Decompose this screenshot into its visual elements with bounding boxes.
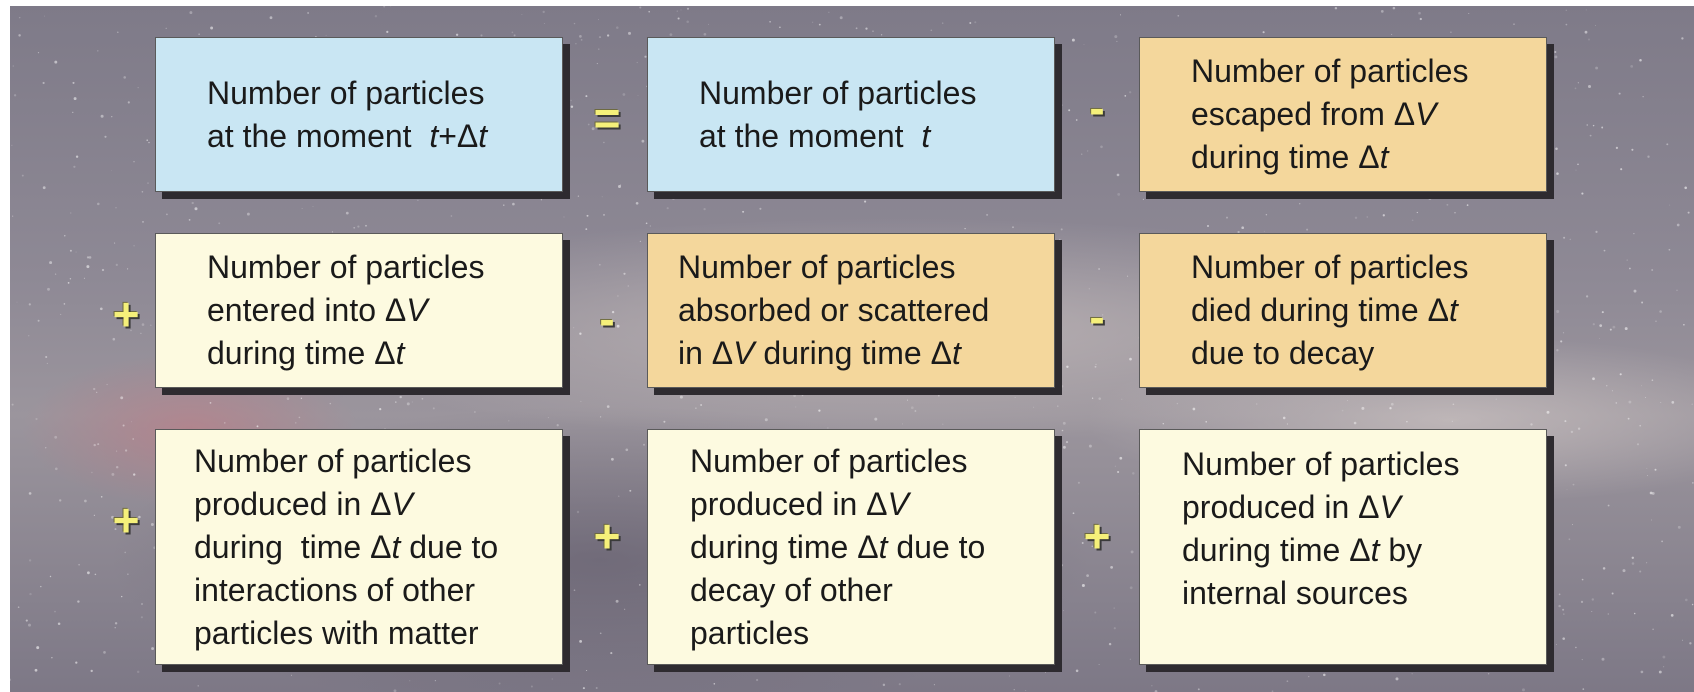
italic-symbol: t <box>1370 532 1380 568</box>
box-text: Number of particles entered into ΔV during… <box>207 246 484 375</box>
box-particles-at-t: Number of particles at the moment t <box>647 37 1055 192</box>
box-text-line: Number of particles <box>207 249 485 285</box>
box-text-line: Number of particles <box>678 249 956 285</box>
minus-sign: - <box>599 293 615 345</box>
box-text-line: in ΔV during time Δt <box>678 335 961 371</box>
box-particles-internal-sources: Number of particles produced in ΔV during … <box>1139 429 1547 665</box>
box-text-line: during time Δt <box>207 335 405 371</box>
box-text-line: particles with matter <box>194 614 479 651</box>
frame-edge-top <box>0 0 1694 6</box>
box-particles-produced-by-interactions: Number of particles produced in ΔV during … <box>155 429 563 665</box>
box-text: Number of particles produced in ΔV during … <box>690 440 985 655</box>
box-particles-decayed: Number of particles died during time Δt du… <box>1139 233 1547 388</box>
box-text-line: Number of particles <box>1191 249 1469 285</box>
box-particles-entered: Number of particles entered into ΔV during… <box>155 233 563 388</box>
minus-sign: - <box>1089 291 1105 343</box>
box-text-line: escaped from ΔV <box>1191 96 1437 132</box>
italic-symbol: t <box>951 335 961 371</box>
italic-symbol: t <box>429 117 439 154</box>
box-text: Number of particles produced in ΔV during … <box>194 440 498 655</box>
box-text-line: Number of particles <box>194 442 472 479</box>
box-text-line: Number of particles <box>699 74 977 111</box>
box-text-line: produced in ΔV <box>690 485 909 522</box>
box-text-line: absorbed or scattered <box>678 292 990 328</box>
italic-symbol: t <box>1379 139 1389 175</box>
italic-symbol: V <box>391 485 413 522</box>
box-text: Number of particles at the moment t+Δt <box>207 72 487 158</box>
italic-symbol: V <box>1415 96 1437 132</box>
box-text-line: Number of particles <box>690 442 968 479</box>
box-particles-at-t-plus-dt: Number of particles at the moment t+Δt <box>155 37 563 192</box>
box-text-line: during time Δt by <box>1182 532 1423 568</box>
box-text-line: Number of particles <box>1191 53 1469 89</box>
italic-symbol: t <box>395 335 405 371</box>
frame-edge-left <box>0 0 10 692</box>
box-text-line: particles <box>690 614 810 651</box>
box-text-line: during time Δt due to <box>690 528 986 565</box>
italic-symbol: V <box>887 485 909 522</box>
box-text-line: Number of particles <box>1182 446 1460 482</box>
box-particles-escaped: Number of particles escaped from ΔV during… <box>1139 37 1547 192</box>
box-text-line: during time Δt <box>1191 139 1389 175</box>
box-text-line: at the moment t+Δt <box>207 117 488 154</box>
box-text: Number of particles died during time Δt du… <box>1191 246 1468 375</box>
italic-symbol: t <box>921 117 931 154</box>
box-text-line: decay of other <box>690 571 893 608</box>
box-text: Number of particles absorbed or scattered… <box>678 246 989 375</box>
plus-sign: + <box>112 494 140 546</box>
box-text-line: at the moment t <box>699 117 931 154</box>
box-text-line: interactions of other <box>194 571 476 608</box>
box-text-line: due to decay <box>1191 335 1375 371</box>
box-text-line: entered into ΔV <box>207 292 428 328</box>
equals-sign: = <box>593 92 621 144</box>
minus-sign: - <box>1089 82 1105 134</box>
plus-sign: + <box>1083 510 1111 562</box>
box-text-line: internal sources <box>1182 575 1408 611</box>
italic-symbol: V <box>733 335 755 371</box>
italic-symbol: t <box>878 528 888 565</box>
italic-symbol: t <box>1448 292 1458 328</box>
box-text-line: during time Δt due to <box>194 528 499 565</box>
box-text: Number of particles escaped from ΔV during… <box>1191 50 1468 179</box>
plus-sign: + <box>112 288 140 340</box>
box-text-line: died during time Δt <box>1191 292 1458 328</box>
plus-sign: + <box>593 510 621 562</box>
box-text: Number of particles produced in ΔV during … <box>1182 443 1459 615</box>
box-text-line: produced in ΔV <box>194 485 413 522</box>
box-text-line: Number of particles <box>207 74 485 111</box>
italic-symbol: t <box>478 117 488 154</box>
box-particles-produced-by-decay: Number of particles produced in ΔV during … <box>647 429 1055 665</box>
box-text: Number of particles at the moment t <box>699 72 976 158</box>
box-text-line: produced in ΔV <box>1182 489 1401 525</box>
italic-symbol: V <box>406 292 428 328</box>
italic-symbol: t <box>391 528 401 565</box>
italic-symbol: V <box>1379 489 1401 525</box>
box-particles-absorbed-scattered: Number of particles absorbed or scattered… <box>647 233 1055 388</box>
